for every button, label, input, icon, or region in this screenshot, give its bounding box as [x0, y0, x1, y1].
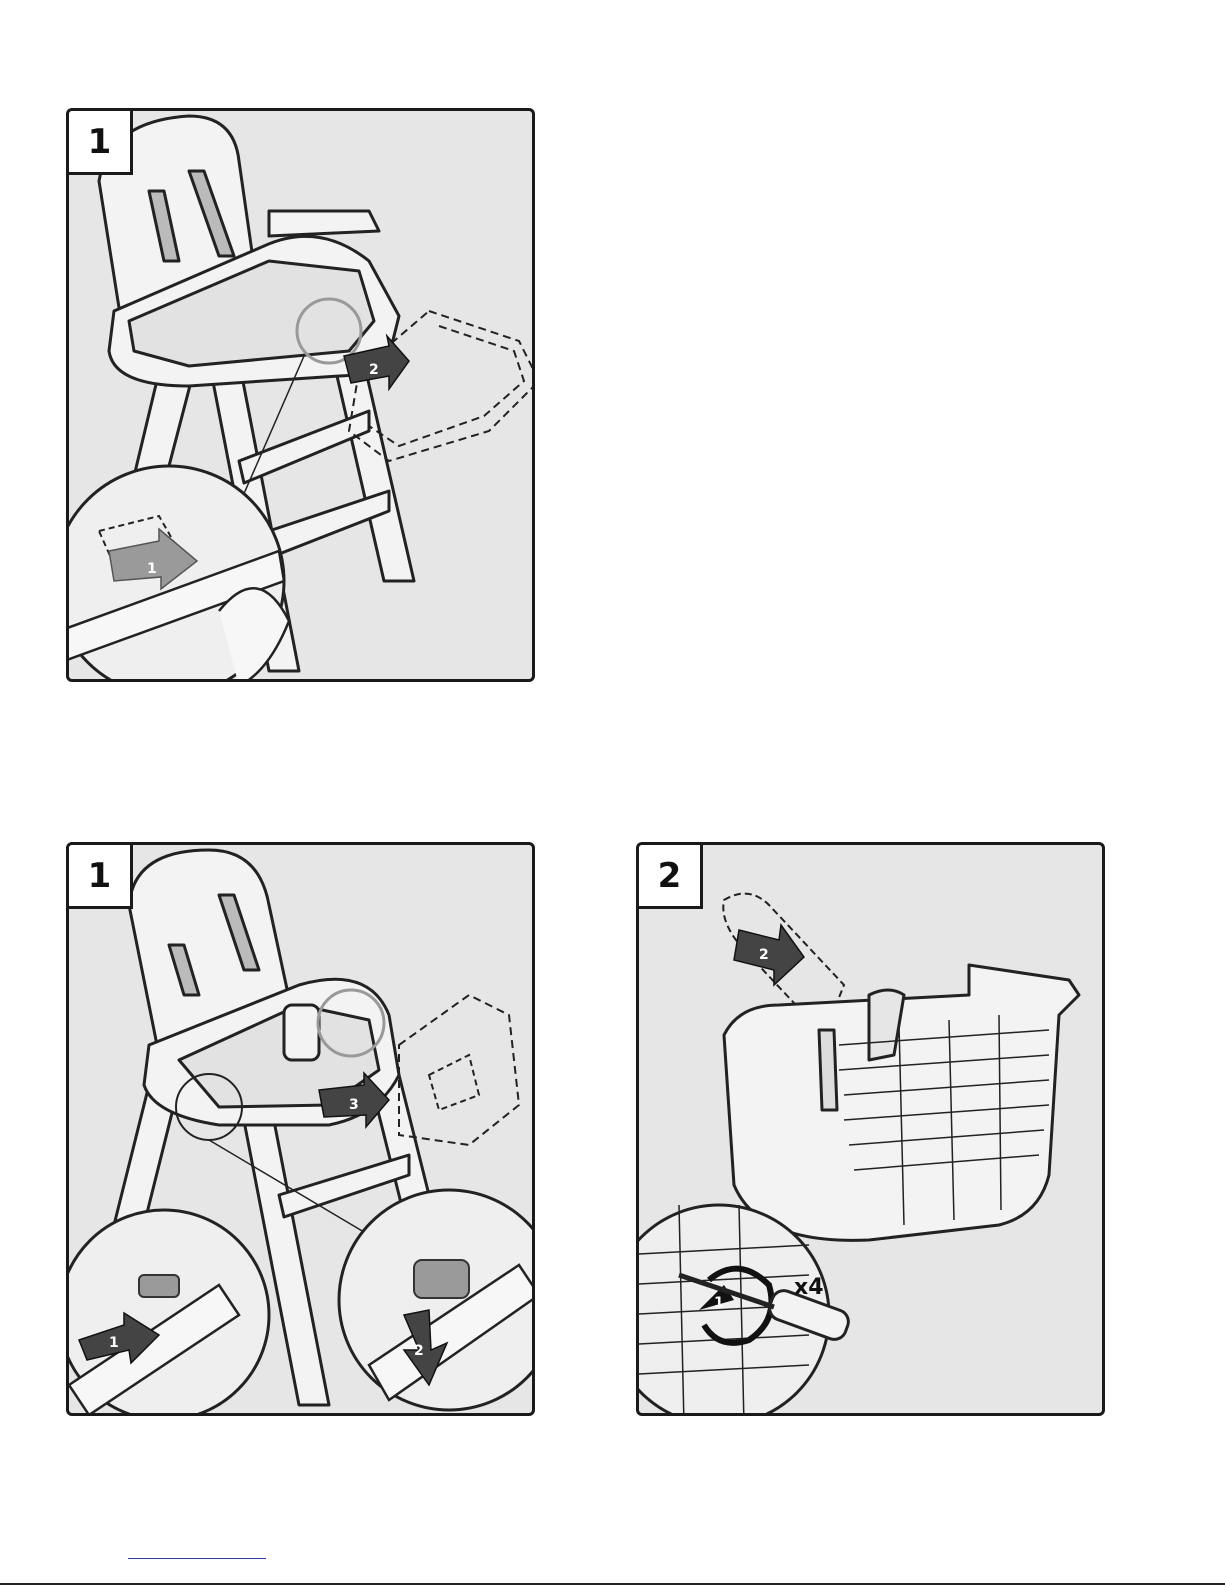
main-arrow-label: 2 — [369, 362, 379, 378]
figure-tray-release: 1 3 1 2 — [66, 842, 535, 1416]
figure-cup-holder-screws: 2 2 1 x4 — [636, 842, 1105, 1416]
step-number: 2 — [639, 845, 703, 909]
magnifier-arrow-label-1: 1 — [109, 1335, 119, 1351]
main-arrow-label: 3 — [349, 1097, 359, 1113]
tray-release-illustration: 3 1 2 — [69, 845, 535, 1416]
figure-tray-removal: 1 2 — [66, 108, 535, 682]
footer-link-underline — [128, 1558, 266, 1559]
highchair-tray-removal-illustration: 2 1 — [69, 111, 535, 682]
step-number: 1 — [69, 845, 133, 909]
main-arrow-label: 2 — [759, 947, 769, 963]
multiplier-label: x4 — [794, 1275, 824, 1300]
magnifier-arrow-label: 1 — [147, 561, 157, 577]
magnifier-arrow-label-2: 2 — [414, 1343, 424, 1359]
cup-holder-screw-illustration: 2 1 — [639, 845, 1105, 1416]
magnifier-arrow-label: 1 — [714, 1295, 724, 1311]
step-number: 1 — [69, 111, 133, 175]
